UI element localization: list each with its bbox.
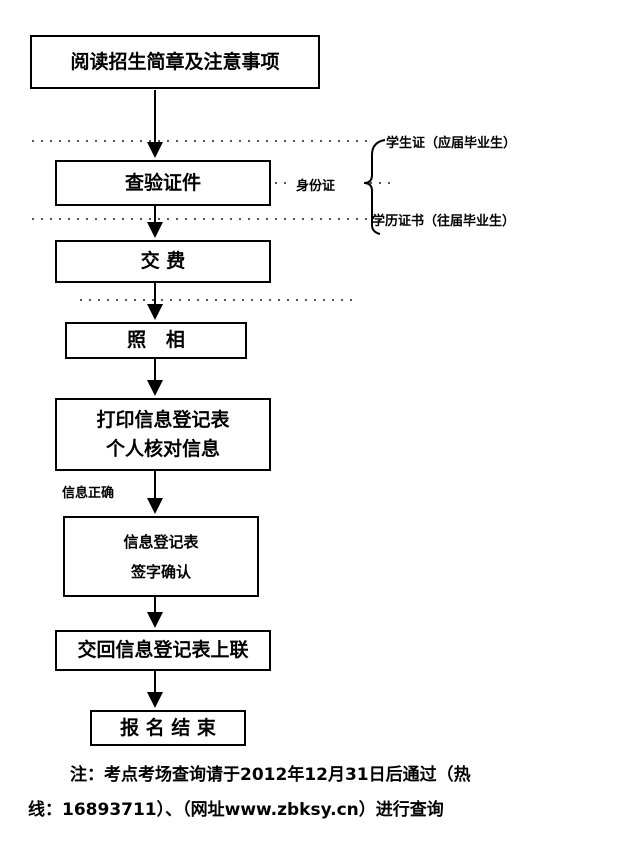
doc-student-id: 学生证（应届毕业生） — [386, 136, 517, 151]
step-pay-fee: 交 费 — [55, 240, 271, 283]
step-label: 照 相 — [127, 329, 185, 352]
step-label: 查验证件 — [124, 171, 201, 194]
step-photo: 照 相 — [65, 322, 247, 359]
step-label: 交回信息登记表上联 — [77, 639, 249, 662]
step-read-guide: 阅读招生简章及注意事项 — [30, 35, 320, 89]
step-verify-documents: 查验证件 — [55, 160, 271, 206]
step-return-form: 交回信息登记表上联 — [55, 630, 271, 671]
step-print-form: 打印信息登记表个人核对信息 — [55, 398, 271, 471]
brace — [363, 139, 386, 235]
step-label: 信息登记表 — [123, 532, 199, 551]
step-sign-form: 信息登记表签字确认 — [63, 516, 259, 597]
step-label: 交 费 — [140, 250, 186, 273]
step-label: 签字确认 — [130, 562, 191, 581]
step-finish: 报 名 结 束 — [90, 710, 246, 746]
step-label: 打印信息登记表 — [96, 409, 230, 431]
condition-label: 信息正确 — [62, 486, 115, 501]
step-label: 阅读招生简章及注意事项 — [70, 50, 280, 73]
step-label: 个人核对信息 — [105, 437, 220, 460]
doc-id-card: 身份证 — [296, 179, 336, 194]
doc-diploma: 学历证书（往届毕业生） — [372, 214, 516, 229]
note-line-1: 注：考点考场查询请于2012年12月31日后通过（热 — [70, 765, 471, 785]
step-label: 报 名 结 束 — [120, 716, 216, 739]
note-line-2: 线：16893711）、（网址www.zbksy.cn）进行查询 — [28, 800, 444, 820]
